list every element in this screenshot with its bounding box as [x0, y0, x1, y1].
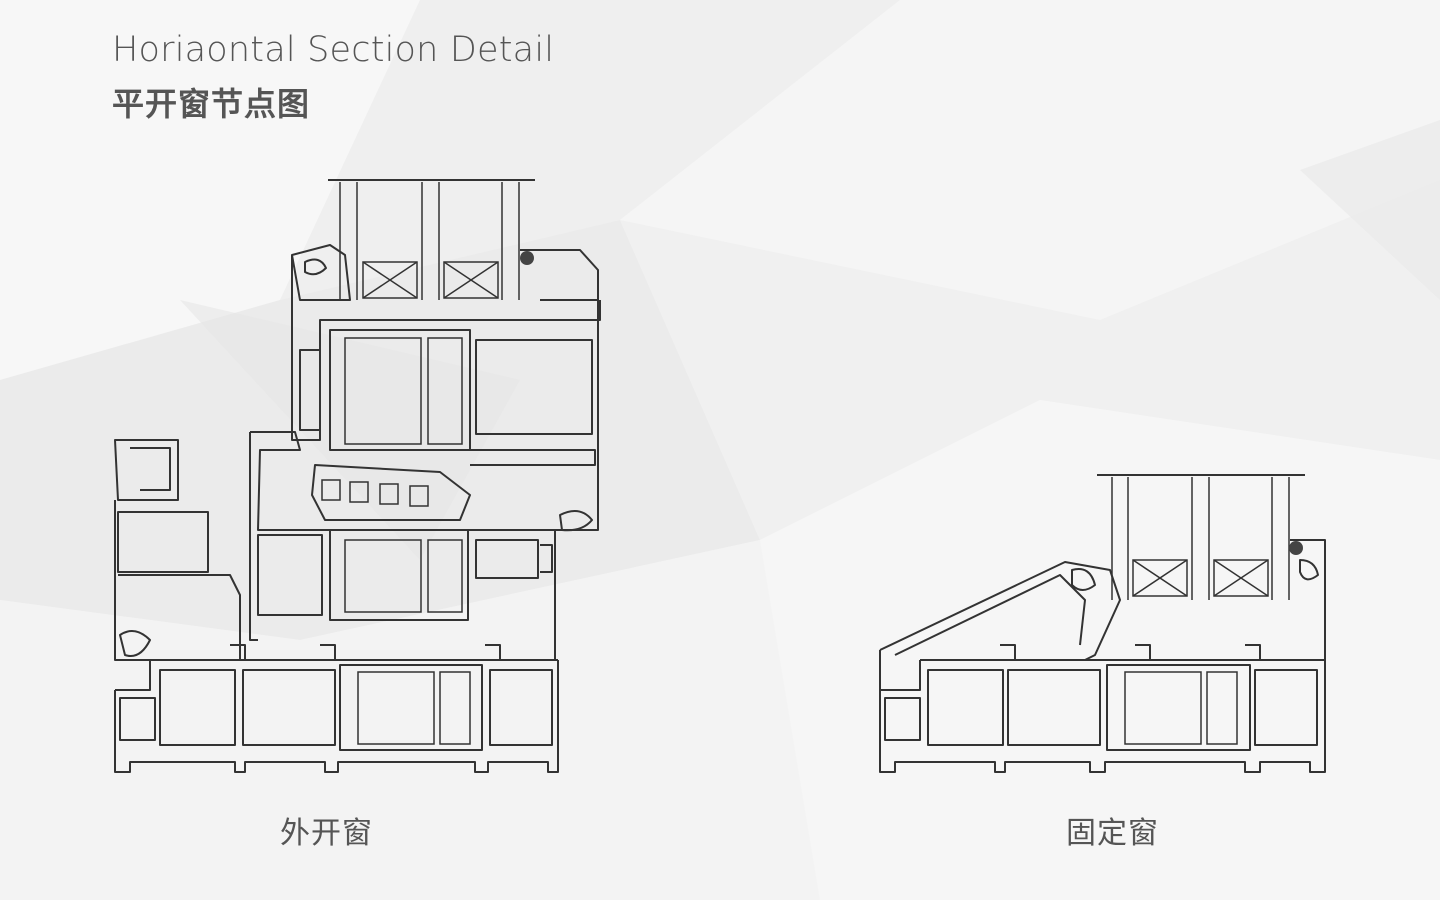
casement-window-section — [114, 179, 601, 773]
page-title-en: Horiaontal Section Detail — [112, 30, 555, 70]
fixed-window-section — [879, 474, 1326, 773]
caption-casement-window: 外开窗 — [280, 816, 373, 851]
page-title-cn: 平开窗节点图 — [112, 85, 311, 123]
caption-fixed-window: 固定窗 — [1066, 816, 1159, 851]
